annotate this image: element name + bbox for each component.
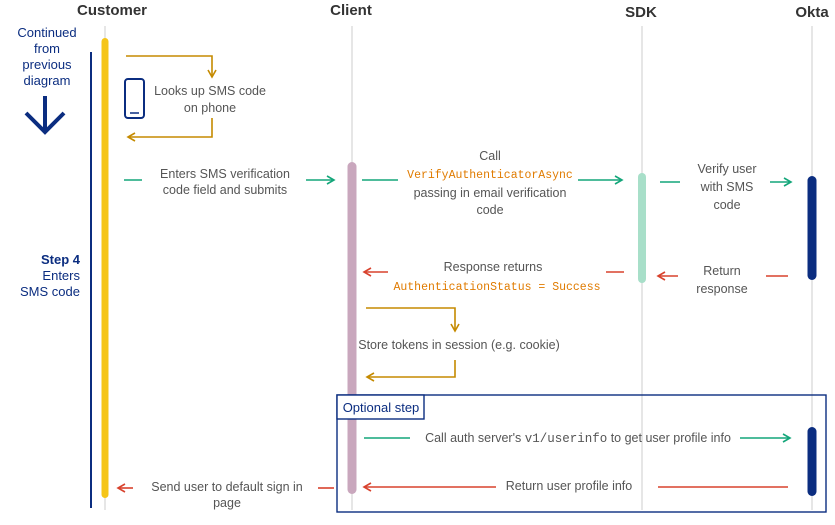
verify-line-3: code (713, 198, 740, 212)
verify-line-1: Verify user (697, 162, 756, 176)
call-post-line-2: code (476, 203, 503, 217)
lookup-line-2: on phone (184, 101, 236, 115)
userinfo-post: to get user profile info (607, 431, 731, 445)
continued-line-4: diagram (24, 73, 71, 88)
userinfo-label: Call auth server's v1/userinfo to get us… (425, 431, 731, 446)
send-user-line-1: Send user to default sign in (151, 480, 303, 494)
auth-status-code: AuthenticationStatus = Success (393, 281, 600, 294)
lookup-loop-arrow-top (126, 55, 217, 79)
lane-client-label: Client (330, 2, 372, 19)
userinfo-pre: Call auth server's (425, 431, 525, 445)
enter-line-2: code field and submits (163, 183, 287, 197)
lane-okta-label: Okta (795, 4, 829, 21)
okta-activation-bar-optional (807, 427, 817, 496)
userinfo-code: v1/userinfo (525, 432, 608, 446)
enter-line-1: Enters SMS verification (160, 167, 290, 181)
client-activation-bar (347, 162, 357, 494)
verify-line-2: with SMS (700, 180, 754, 194)
optional-step-tab (336, 394, 425, 420)
okta-activation-bar (807, 176, 817, 280)
phone-icon (124, 78, 145, 119)
response-returns-label: Response returns (444, 260, 543, 274)
step-title: Step 4 (41, 252, 81, 267)
lookup-line-1: Looks up SMS code (154, 84, 266, 98)
customer-activation-bar (101, 38, 109, 498)
return-response-line-2: response (696, 282, 747, 296)
step-desc-line-2: SMS code (20, 284, 80, 299)
down-arrow-icon (24, 96, 66, 135)
continued-line-2: from (34, 41, 60, 56)
send-user-line-2: page (213, 496, 241, 510)
call-method: VerifyAuthenticatorAsync (407, 169, 573, 182)
call-pre: Call (479, 149, 501, 163)
store-label: Store tokens in session (e.g. cookie) (358, 338, 560, 352)
continued-line-1: Continued (17, 25, 76, 40)
continued-line-3: previous (22, 57, 72, 72)
optional-step-label: Optional step (343, 400, 420, 415)
call-post-line-1: passing in email verification (414, 186, 567, 200)
sdk-activation-bar (638, 173, 646, 283)
lookup-loop-arrow-bottom (126, 118, 213, 142)
optional-step-frame (336, 394, 827, 513)
lane-customer-label: Customer (77, 2, 147, 19)
return-profile-label: Return user profile info (506, 479, 633, 493)
step-desc-line-1: Enters (42, 268, 80, 283)
store-loop-arrow-top (366, 307, 460, 333)
return-response-line-1: Return (703, 264, 741, 278)
store-loop-arrow-bottom (365, 360, 456, 382)
lane-sdk-label: SDK (625, 4, 657, 21)
